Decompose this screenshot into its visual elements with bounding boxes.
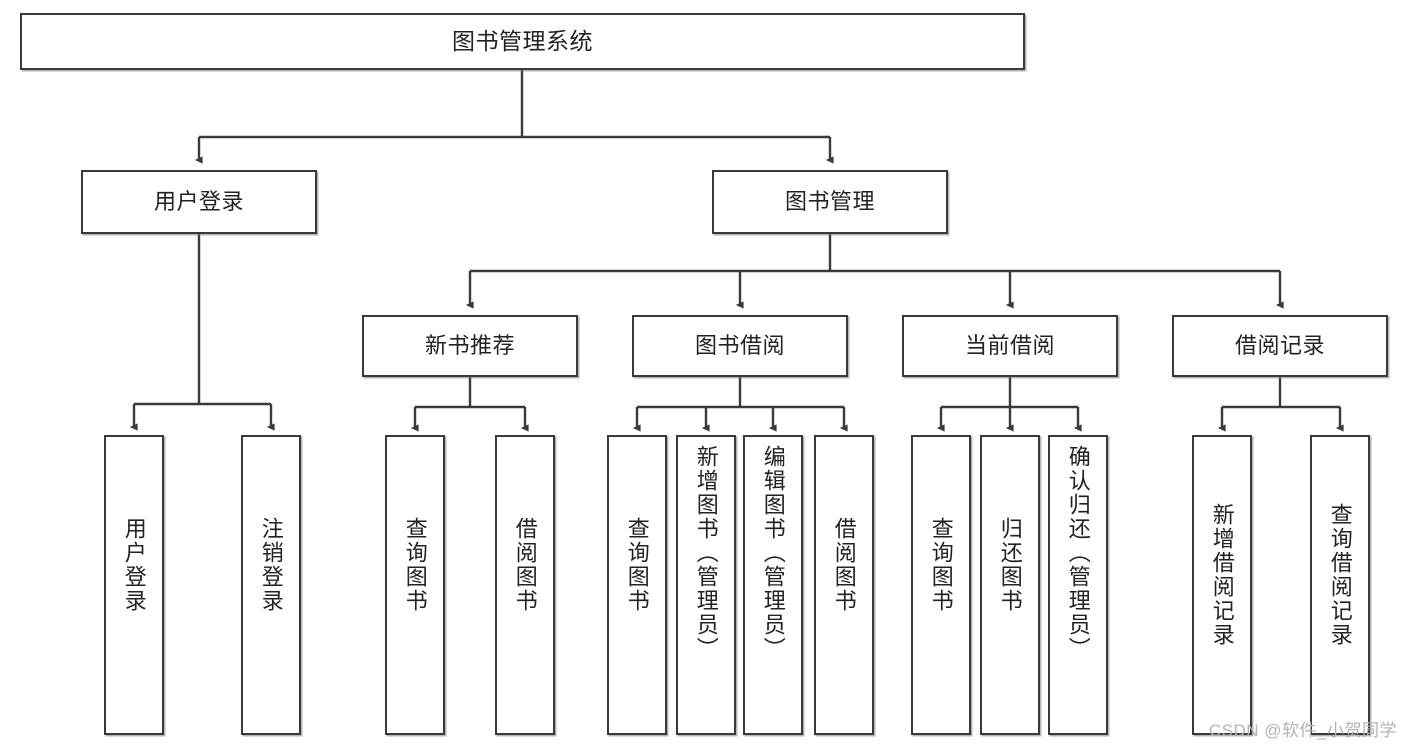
leaf-query-book-current[interactable]: 查询图书 <box>911 435 971 735</box>
leaf-label: 查询图书 <box>928 517 954 613</box>
leaf-confirm-return-admin[interactable]: 确认归还（管理员） <box>1048 435 1108 735</box>
leaf-label: 注销登录 <box>258 517 284 613</box>
leaf-label: 新增借阅记录 <box>1209 503 1235 647</box>
node-book-management[interactable]: 图书管理 <box>712 170 948 234</box>
leaf-label: 用户登录 <box>121 517 147 613</box>
node-current-borrow[interactable]: 当前借阅 <box>902 315 1118 377</box>
leaf-add-book-admin[interactable]: 新增图书（管理员） <box>676 435 736 735</box>
leaf-logout[interactable]: 注销登录 <box>241 435 301 735</box>
leaf-label: 新增图书（管理员） <box>693 445 719 661</box>
leaf-add-borrow-record[interactable]: 新增借阅记录 <box>1192 435 1252 735</box>
leaf-borrow-book-recommend[interactable]: 借阅图书 <box>495 435 555 735</box>
leaf-label: 编辑图书（管理员） <box>760 445 786 661</box>
leaf-query-borrow-record[interactable]: 查询借阅记录 <box>1310 435 1370 735</box>
node-label: 图书借阅 <box>694 332 785 358</box>
leaf-label: 归还图书 <box>997 517 1023 613</box>
node-label: 新书推荐 <box>424 332 515 358</box>
node-borrow-record[interactable]: 借阅记录 <box>1172 315 1388 377</box>
node-user-login[interactable]: 用户登录 <box>81 170 317 234</box>
leaf-label: 借阅图书 <box>831 517 857 613</box>
node-new-book-recommend[interactable]: 新书推荐 <box>362 315 578 377</box>
node-book-management-system[interactable]: 图书管理系统 <box>20 13 1025 70</box>
leaf-edit-book-admin[interactable]: 编辑图书（管理员） <box>743 435 803 735</box>
node-label: 当前借阅 <box>964 332 1055 358</box>
node-label: 用户登录 <box>153 188 244 214</box>
leaf-query-book-recommend[interactable]: 查询图书 <box>385 435 445 735</box>
leaf-query-book-borrow[interactable]: 查询图书 <box>607 435 667 735</box>
leaf-label: 查询图书 <box>402 517 428 613</box>
leaf-borrow-book[interactable]: 借阅图书 <box>814 435 874 735</box>
node-book-borrow[interactable]: 图书借阅 <box>632 315 848 377</box>
leaf-label: 借阅图书 <box>512 517 538 613</box>
node-label: 借阅记录 <box>1234 332 1325 358</box>
leaf-label: 查询借阅记录 <box>1327 503 1353 647</box>
leaf-return-book[interactable]: 归还图书 <box>980 435 1040 735</box>
leaf-user-login[interactable]: 用户登录 <box>104 435 164 735</box>
leaf-label: 确认归还（管理员） <box>1065 445 1091 661</box>
leaf-label: 查询图书 <box>624 517 650 613</box>
node-label: 图书管理 <box>784 188 875 214</box>
node-label: 图书管理系统 <box>452 27 593 54</box>
